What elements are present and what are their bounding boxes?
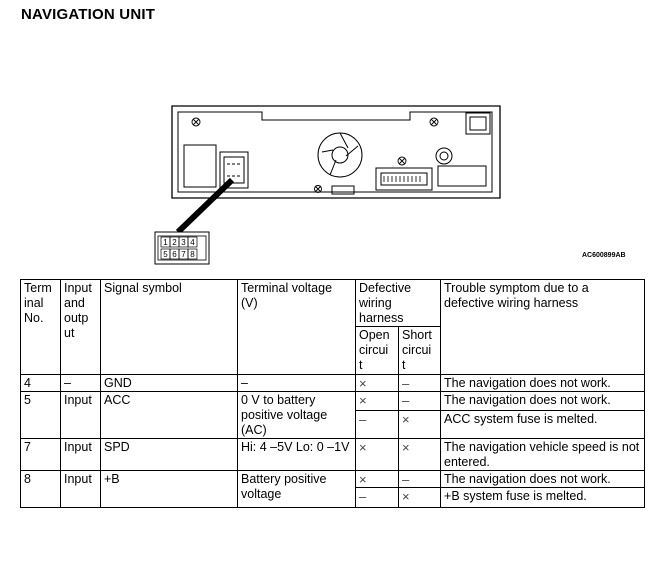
screw-icon [191,117,439,193]
table-row: 5 Input ACC 0 V to battery positive volt… [20,391,646,439]
header-symptom: Trouble symptom due to a defective wirin… [440,279,646,375]
table-row: 8 Input +B Battery positive voltage × – … [20,470,646,508]
header-open: Open circui t [355,326,399,375]
terminal-table: Term inal No. Input and outp ut Signal s… [20,279,646,508]
figure-reference: AC600899AB [582,252,626,259]
pin-label: 1 [163,238,168,247]
connector-pinout: 1 2 3 4 5 6 7 8 [154,231,210,265]
header-io: Input and outp ut [60,279,101,375]
header-voltage: Terminal voltage (V) [237,279,356,375]
page-title: NAVIGATION UNIT [21,6,156,23]
pin-label: 6 [172,250,177,259]
pin-label: 4 [190,238,195,247]
pin-label: 2 [172,238,177,247]
table-row: 7 Input SPD Hi: 4 –5V Lo: 0 –1V × × The … [20,438,646,471]
table-row: – × +B system fuse is melted. [21,487,646,508]
pin-label: 5 [163,250,168,259]
header-terminal: Term inal No. [20,279,61,375]
navigation-unit-diagram: 1 2 3 4 5 6 7 8 [154,105,501,265]
pin-label: 8 [190,250,195,259]
header-short: Short circui t [397,326,442,375]
header-signal: Signal symbol [100,279,238,375]
header-defective: Defective wiring harness [354,279,442,327]
table-row: 4 – GND – × – The navigation does not wo… [20,374,646,392]
pin-label: 3 [181,238,186,247]
pin-label: 7 [181,250,186,259]
